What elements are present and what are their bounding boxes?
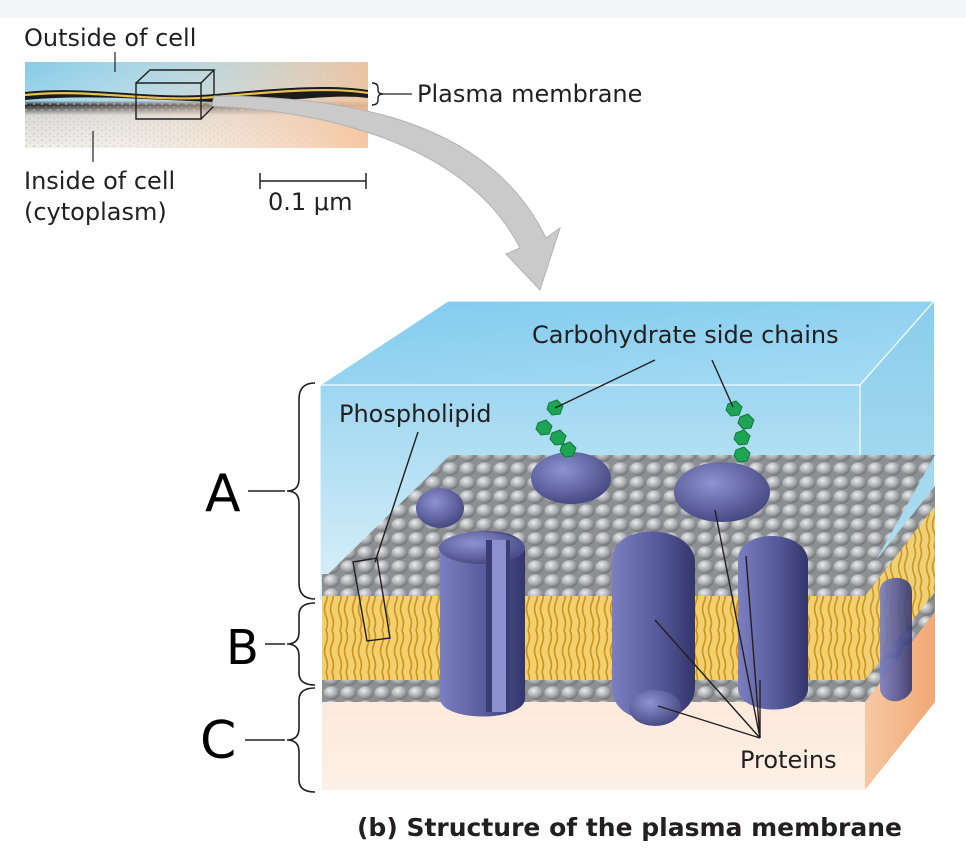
outside-of-cell-label: Outside of cell bbox=[24, 24, 196, 52]
inside-of-cell-label: Inside of cell bbox=[24, 167, 175, 195]
scale-bar bbox=[259, 173, 367, 189]
region-braces bbox=[245, 382, 316, 793]
zoom-arrow bbox=[211, 95, 561, 291]
annotation-lines bbox=[352, 359, 761, 739]
proteins-label: Proteins bbox=[740, 746, 837, 774]
carbohydrate-label: Carbohydrate side chains bbox=[532, 321, 839, 349]
membrane-brace bbox=[371, 82, 384, 106]
region-c-letter: C bbox=[200, 711, 236, 771]
scale-bar-label: 0.1 μm bbox=[268, 188, 352, 216]
top-band bbox=[0, 0, 966, 18]
carbohydrate-chains bbox=[535, 399, 755, 463]
region-a-letter: A bbox=[205, 464, 241, 524]
cytoplasm-label: (cytoplasm) bbox=[24, 198, 167, 226]
region-b-letter: B bbox=[226, 620, 259, 676]
figure-caption: (b) Structure of the plasma membrane bbox=[357, 813, 902, 842]
proteins bbox=[416, 452, 912, 726]
plasma-membrane-label: Plasma membrane bbox=[417, 80, 642, 108]
phospholipid-label: Phospholipid bbox=[339, 400, 491, 428]
